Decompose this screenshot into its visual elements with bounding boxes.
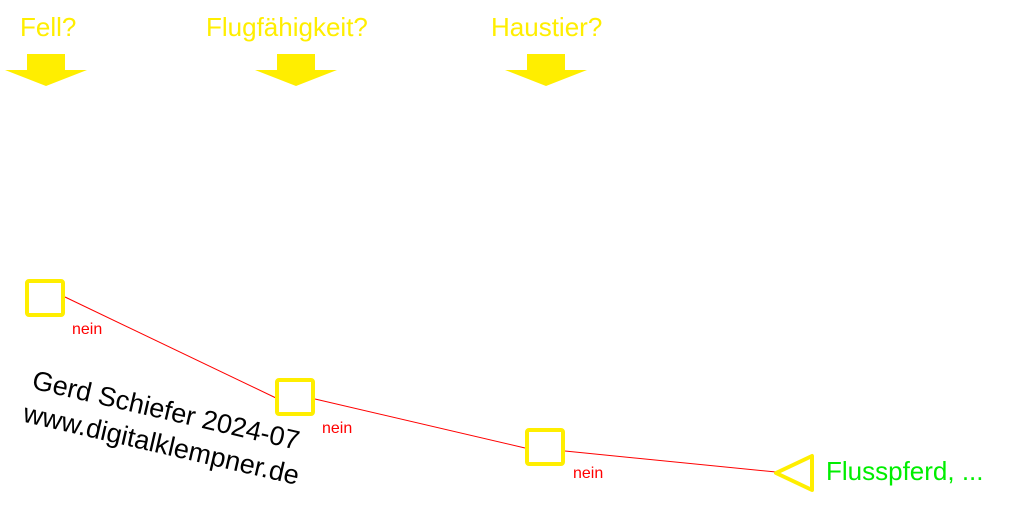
down-arrow-icon-flug: [255, 54, 337, 86]
question-fell: Fell?: [20, 12, 77, 42]
down-arrow-icon-fell: [5, 54, 87, 86]
leaf-label: Flusspferd, ...: [826, 456, 984, 486]
leaf-triangle-icon[interactable]: [774, 454, 814, 492]
edge-line-2: [314, 398, 526, 449]
edge-label-3: nein: [573, 465, 604, 482]
node-haustier[interactable]: [525, 428, 565, 466]
edge-label-2: nein: [322, 420, 353, 437]
edge-label-1: nein: [72, 321, 103, 338]
node-flug[interactable]: [275, 378, 315, 416]
edge-line-3: [564, 450, 777, 473]
question-flugfaehigkeit: Flugfähigkeit?: [206, 12, 368, 42]
node-fell[interactable]: [25, 279, 65, 317]
edge-line-1: [64, 296, 277, 399]
down-arrow-icon-haustier: [505, 54, 587, 86]
question-haustier: Haustier?: [491, 12, 603, 42]
